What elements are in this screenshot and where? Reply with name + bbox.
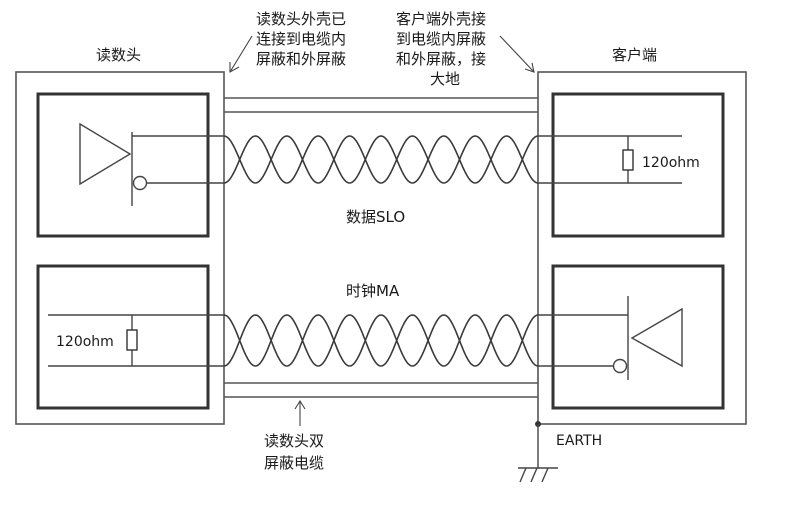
clock-signal-label: 时钟MA: [346, 282, 400, 300]
client-shell-note-line-4: 大地: [430, 70, 460, 88]
twisted-strand-b: [223, 314, 539, 367]
resistor-top-icon: [622, 149, 634, 171]
resistor-bottom-label: 120ohm: [56, 334, 114, 350]
resistor-top-label: 120ohm: [642, 155, 700, 171]
client-shell-note-line-3: 和外屏蔽，接: [396, 50, 486, 68]
reader-head-title: 读数头: [96, 46, 141, 64]
client-shell-note-line-2: 到电缆内屏蔽: [396, 30, 486, 48]
ground-symbol-icon: [518, 421, 558, 483]
reader-receiver-module: [36, 264, 210, 410]
twisted-strand-a: [223, 135, 539, 184]
client-receiver-module: [551, 92, 725, 238]
twisted-strand-b: [223, 135, 539, 184]
cable-note-line-1: 读数头双: [264, 432, 324, 450]
pointer-arrow-icon: [294, 399, 306, 426]
data-signal-label: 数据SLO: [346, 208, 405, 226]
client-title: 客户端: [612, 46, 657, 64]
client-shell-note-line-1: 客户端外壳接: [396, 10, 486, 28]
client-termination-top: [538, 135, 682, 184]
client-enclosure: [537, 71, 747, 425]
twisted-strand-a: [223, 314, 539, 367]
line-receiver-triangle-icon: [538, 296, 683, 380]
resistor-bottom-icon: [126, 329, 138, 351]
reader-termination-bottom: [48, 314, 224, 367]
data-twisted-pair: [223, 135, 539, 184]
reader-head-enclosure: [15, 71, 225, 425]
reader-shell-note-line-1: 读数头外壳已: [256, 10, 346, 28]
cable-note-line-2: 屏蔽电缆: [264, 454, 324, 472]
earth-label: EARTH: [556, 433, 602, 449]
pointer-arrow-icon: [229, 35, 253, 73]
line-driver-triangle-icon: [79, 122, 224, 206]
reader-transmitter-module: [36, 92, 210, 238]
client-transmitter-module: [551, 264, 725, 410]
reader-shell-note-line-2: 连接到电缆内: [256, 30, 346, 48]
clock-twisted-pair: [223, 314, 539, 367]
reader-shell-note-line-3: 屏蔽和外屏蔽: [256, 50, 346, 68]
pointer-arrow-icon: [499, 35, 535, 73]
